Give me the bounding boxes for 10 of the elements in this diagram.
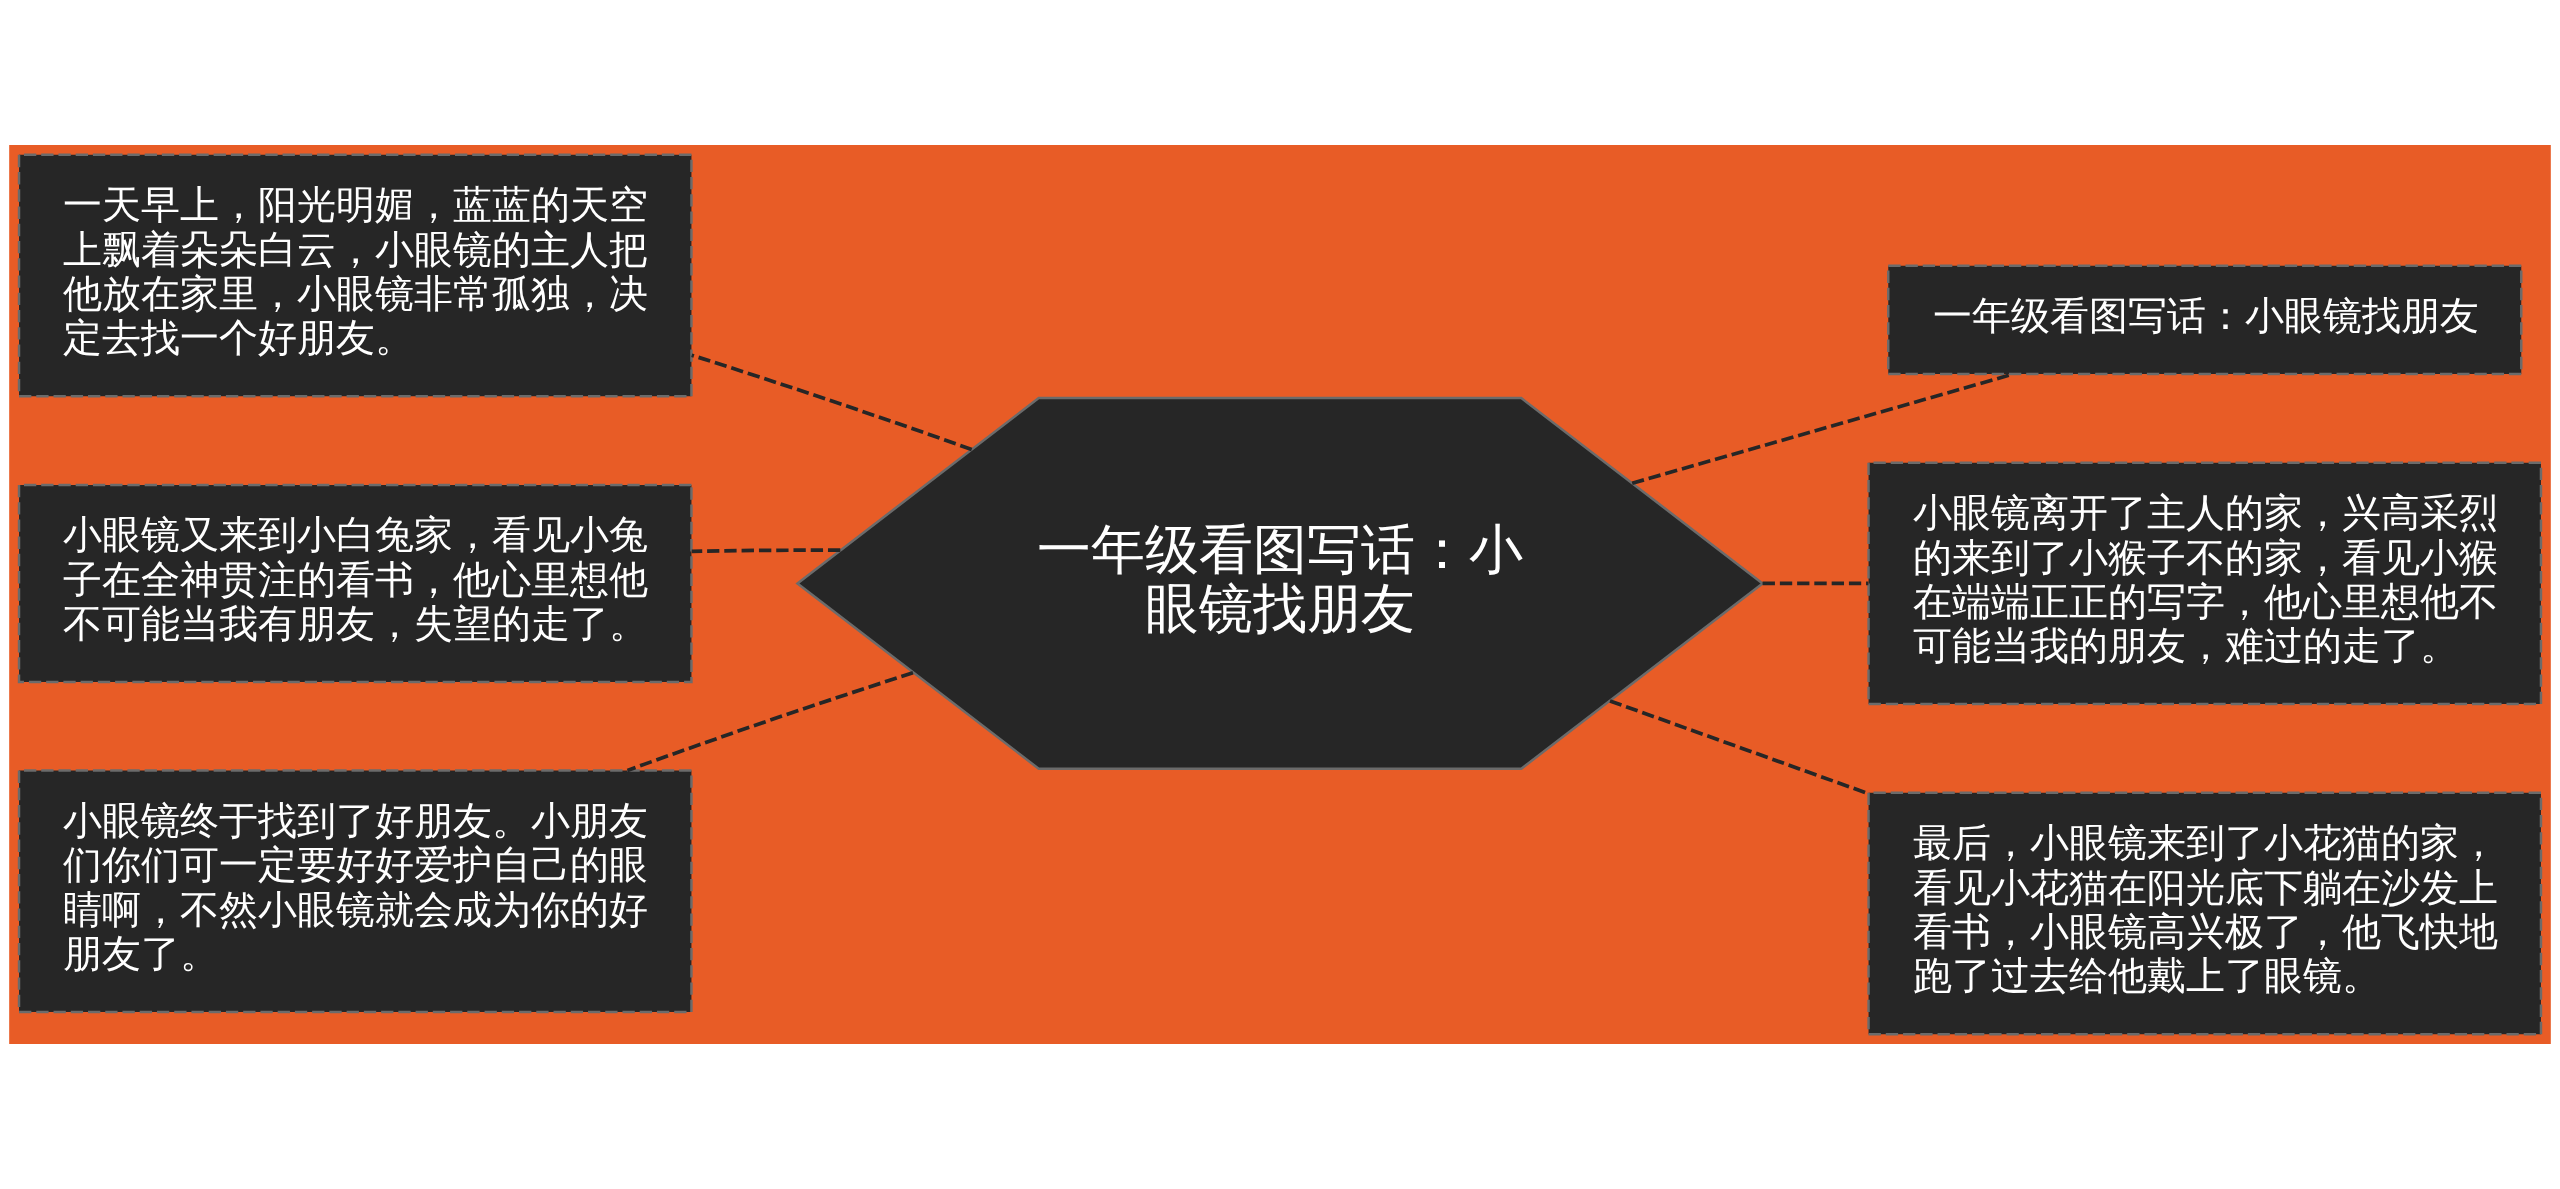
connector — [691, 548, 841, 554]
node-box: 一年级看图写话：小眼镜找朋友 — [1887, 264, 2523, 376]
connector — [626, 671, 914, 773]
connector — [1762, 581, 1869, 586]
node-box: 小眼镜离开了主人的家，兴高采烈的来到了小猴子不的家，看见小猴在端端正正的写字，他心里想他不可能当我的朋友，难过的走了。 — [1867, 461, 2543, 706]
node-box: 一天早上，阳光明媚，蓝蓝的天空上飘着朵朵白云，小眼镜的主人把他放在家里，小眼镜非常孤独，决定去找一个好朋友。 — [17, 153, 693, 398]
node-box: 最后，小眼镜来到了小花猫的家，看见小花猫在阳光底下躺在沙发上看书，小眼镜高兴极了，他飞快地跑了过去给他戴上了眼镜。 — [1867, 791, 2543, 1036]
node-box: 小眼镜又来到小白兔家，看见小兔子在全神贯注的看书，他心里想他不可能当我有朋友，失望的走了。 — [17, 483, 693, 684]
node-box: 小眼镜终于找到了好朋友。小朋友们你们可一定要好好爱护自己的眼睛啊，不然小眼镜就会成为你的好朋友了。 — [17, 769, 693, 1014]
connector — [691, 353, 973, 452]
